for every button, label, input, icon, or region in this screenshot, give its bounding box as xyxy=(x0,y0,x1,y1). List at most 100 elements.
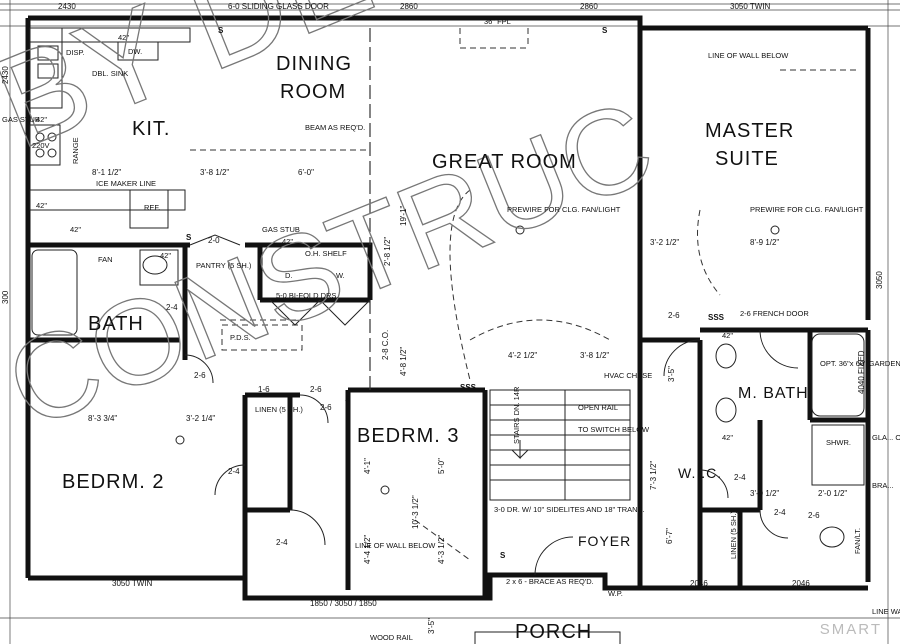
note-linen-1: LINEN (5 SH.) xyxy=(255,405,303,414)
exterior-walls xyxy=(25,15,871,601)
note-42-e: 42" xyxy=(160,251,171,260)
door-2-6c: 2-6 xyxy=(320,403,332,412)
dim-bottom-right-2: 2046 xyxy=(792,579,810,588)
room-label-master-2: SUITE xyxy=(715,148,779,170)
note-shwr: SHWR. xyxy=(826,438,851,447)
dim-bed3-10: 10'-3 1/2" xyxy=(411,495,420,529)
door-2-4a: 2-4 xyxy=(166,303,178,312)
fan-arcs xyxy=(175,189,780,495)
note-french: 2-6 FRENCH DOOR xyxy=(740,309,809,318)
room-label-bath: BATH xyxy=(88,313,144,335)
note-beam: BEAM AS REQ'D. xyxy=(305,123,365,132)
dim-master-3: 3'-2 1/2" xyxy=(650,238,679,247)
dim-top-left: 2430 xyxy=(58,2,76,11)
dimension-labels: 2430 6-0 SLIDING GLASS DOOR 2860 2860 30… xyxy=(1,2,884,634)
room-label-great-room: GREAT ROOM xyxy=(432,151,577,173)
note-line-right: LINE WAT... BEL... xyxy=(872,607,900,616)
switch-sss-1: SSS xyxy=(460,383,477,392)
door-2-6d: 2-6 xyxy=(668,311,680,320)
door-2-0: 2-0 xyxy=(208,236,220,245)
note-wp: W.P. xyxy=(608,589,623,598)
room-label-bedroom-3: BEDRM. 3 xyxy=(357,425,459,447)
door-3-5: 3'-5" xyxy=(427,618,436,634)
dim-bed2-3: 3'-2 1/4" xyxy=(186,414,215,423)
dim-bottom-left: 3050 TWIN xyxy=(112,579,153,588)
note-wood-rail: WOOD RAIL xyxy=(370,633,413,642)
dim-hall-3-8: 3'-8 1/2" xyxy=(580,351,609,360)
dashed-lines xyxy=(190,28,860,561)
door-2-6a: 2-6 xyxy=(194,371,206,380)
note-linen-2: LINEN (5 SH.) xyxy=(729,511,738,559)
room-label-wic: W.I.C. xyxy=(678,465,722,481)
dim-top-right: 3050 TWIN xyxy=(730,2,771,11)
note-ref: REF. xyxy=(144,203,160,212)
door-swings xyxy=(184,234,799,576)
dim-dining-6: 6'-0" xyxy=(298,168,314,177)
note-42-c: 42" xyxy=(36,201,47,210)
note-pantry: PANTRY (5 SH.) xyxy=(196,261,252,270)
note-fpl: 36" FPL xyxy=(484,17,511,26)
room-labels: DINING ROOM KIT. GREAT ROOM MASTER SUITE… xyxy=(62,53,809,643)
note-sidelites: 3-0 DR. W/ 10" SIDELITES AND 18" TRANS. xyxy=(494,505,645,514)
note-220v: 220V xyxy=(32,141,50,150)
interior-walls xyxy=(28,28,868,598)
bath-fixtures xyxy=(31,249,865,548)
note-line-wall-2: LINE OF WALL BELOW xyxy=(355,541,436,550)
switch-s-4: S xyxy=(345,395,351,404)
dim-wic-3: 3'-0 1/2" xyxy=(750,489,779,498)
switch-sss-2: SSS xyxy=(708,313,725,322)
dim-mb-3-5: 3'-5" xyxy=(667,366,676,382)
note-bifold: 5-0 BI-FOLD DRS. xyxy=(276,291,339,300)
room-label-foyer: FOYER xyxy=(578,533,631,549)
room-label-bedroom-2: BEDRM. 2 xyxy=(62,471,164,493)
note-gas-stub-2: GAS STUB xyxy=(262,225,300,234)
note-range: RANGE xyxy=(71,137,80,164)
dim-great-19: 19'-1" xyxy=(399,205,408,226)
dim-hall-4-8: 4'-8 1/2" xyxy=(399,347,408,376)
dim-bottom-mid: 1850 / 3050 / 1850 xyxy=(310,599,377,608)
dim-top-door: 6-0 SLIDING GLASS DOOR xyxy=(228,2,329,11)
dim-bed2-8: 8'-3 3/4" xyxy=(88,414,117,423)
note-fan: FAN xyxy=(98,255,113,264)
note-d: D. xyxy=(285,271,293,280)
kitchen-fixtures xyxy=(29,27,191,229)
dim-great-2-8: 2'-8 1/2" xyxy=(383,237,392,266)
note-pds: P.D.S. xyxy=(230,333,251,342)
door-2-8co: 2-8 C.O. xyxy=(381,330,390,360)
note-ice-maker: ICE MAKER LINE xyxy=(96,179,156,188)
door-2-4e: 2-4 xyxy=(774,508,786,517)
note-tub: OPT. 36"x 60" GARDEN TUB xyxy=(820,359,900,368)
dim-right-side: 3050 xyxy=(875,271,884,289)
dim-bed3-5: 5'-0" xyxy=(437,458,446,474)
stairs xyxy=(489,389,631,501)
switch-s-3: S xyxy=(602,26,608,35)
dim-kit-3: 3'-8 1/2" xyxy=(200,168,229,177)
note-gas-stub: GAS STUB xyxy=(2,115,40,124)
switch-s-2: S xyxy=(218,26,224,35)
dim-hall-4-2: 4'-2 1/2" xyxy=(508,351,537,360)
note-hvac: HVAC CHASE xyxy=(604,371,652,380)
dim-wic-6-7: 6'-7" xyxy=(665,528,674,544)
room-label-kitchen: KIT. xyxy=(132,118,170,140)
note-prewire-2: PREWIRE FOR CLG. FAN/LIGHT xyxy=(750,205,864,214)
dim-bed3-4-3: 4'-3 1/2" xyxy=(437,535,446,564)
room-label-master-bath: M. BATH xyxy=(738,385,809,402)
door-1-6: 1-6 xyxy=(258,385,270,394)
note-oh-shelf: O.H. SHELF xyxy=(305,249,347,258)
door-2-6e: 2-6 xyxy=(808,511,820,520)
note-42-d: 42" xyxy=(70,225,81,234)
dim-top-mid: 2860 xyxy=(400,2,418,11)
dim-left-side-b: 300 xyxy=(1,290,10,304)
note-dbl-sink: DBL. SINK xyxy=(92,69,128,78)
dim-kit-8: 8'-1 1/2" xyxy=(92,168,121,177)
dim-left-side: 2430 xyxy=(1,66,10,84)
door-2-6b: 2-6 xyxy=(310,385,322,394)
note-brace: 2 x 6 - BRACE AS REQ'D. xyxy=(506,577,594,586)
dim-bed3-4-4: 4'-4 1/2" xyxy=(363,535,372,564)
note-42-f: 42" xyxy=(722,331,733,340)
door-2-4b: 2-4 xyxy=(228,467,240,476)
annotations: DISP. DW. DBL. SINK 42" 42" 42" 42" 42" … xyxy=(2,17,900,642)
dim-right-side-b: 4040 FIXED xyxy=(857,350,866,394)
